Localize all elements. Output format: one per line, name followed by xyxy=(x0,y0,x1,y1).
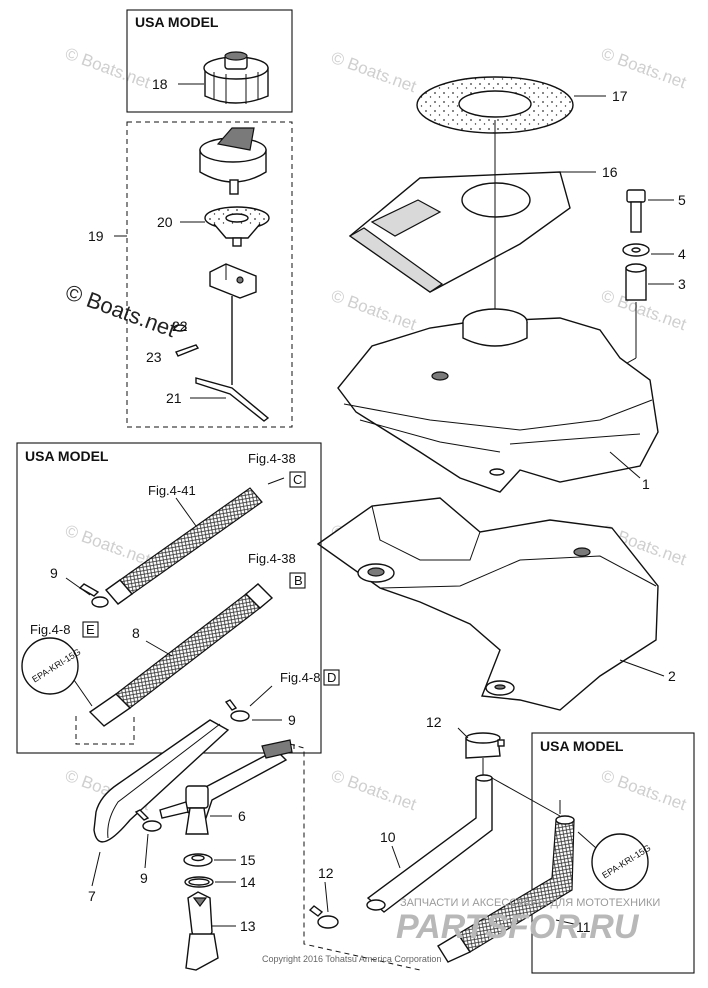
o-ring-15 xyxy=(183,853,213,867)
part-number-8: 8 xyxy=(132,625,140,641)
fuel-gauge-21 xyxy=(195,263,270,422)
part-number-21: 21 xyxy=(166,390,182,406)
usa-model-label-top: USA MODEL xyxy=(135,14,219,30)
part-number-2: 2 xyxy=(668,668,676,684)
part-number-14: 14 xyxy=(240,874,256,890)
gasket-17 xyxy=(416,76,574,134)
clip-12-upper xyxy=(465,732,505,759)
kit-19-dashed-box xyxy=(126,121,293,428)
hose-11 xyxy=(437,815,575,963)
usa-model-box-top xyxy=(126,9,293,113)
svg-text:© Boats.net: © Boats.net xyxy=(63,44,153,92)
part-number-6: 6 xyxy=(238,808,246,824)
part-number-1: 1 xyxy=(642,476,650,492)
clip-9-lower xyxy=(134,809,162,832)
ref-letter-d: D xyxy=(327,670,336,685)
part-number-3: 3 xyxy=(678,276,686,292)
gasket-16 xyxy=(348,171,571,293)
fuel-cock-6 xyxy=(159,739,293,835)
part-number-15: 15 xyxy=(240,852,256,868)
bolt-5 xyxy=(626,189,646,233)
vent-screw-20 xyxy=(204,206,270,247)
part-number-16: 16 xyxy=(602,164,618,180)
part-number-17: 17 xyxy=(612,88,628,104)
part-number-10: 10 xyxy=(380,829,396,845)
part-number-7: 7 xyxy=(88,888,96,904)
part-number-5: 5 xyxy=(678,192,686,208)
ref-letter-b: B xyxy=(294,573,303,588)
part-number-22: 22 xyxy=(172,318,188,334)
svg-text:© Boats.net: © Boats.net xyxy=(329,48,419,96)
hose-7 xyxy=(93,719,230,843)
fig-ref-4-8-e: Fig.4-8 xyxy=(30,622,70,637)
svg-text:© Boats.net: © Boats.net xyxy=(63,521,153,569)
part-number-12b: 12 xyxy=(318,865,334,881)
part-number-9a: 9 xyxy=(50,565,58,581)
part-number-12a: 12 xyxy=(426,714,442,730)
clip-9-right xyxy=(224,699,250,722)
fig-ref-4-41: Fig.4-41 xyxy=(148,483,196,498)
fuel-tank-1 xyxy=(337,308,659,493)
part-number-4: 4 xyxy=(678,246,686,262)
clip-9-upper xyxy=(78,583,109,608)
boats-watermark-main: © Boats.net xyxy=(62,279,179,342)
part-number-18: 18 xyxy=(152,76,168,92)
usa-model-box-right xyxy=(531,732,695,974)
hose-8 xyxy=(88,583,274,727)
usa-model-label-left: USA MODEL xyxy=(25,448,109,464)
fuel-cap-usa xyxy=(203,51,269,104)
copyright-notice: Copyright 2016 Tohatsu America Corporati… xyxy=(262,954,441,964)
fig-ref-4-38-top: Fig.4-38 xyxy=(248,451,296,466)
svg-text:© Boats.net: © Boats.net xyxy=(329,766,419,814)
o-ring-14 xyxy=(184,876,214,888)
fuel-cap-with-handle xyxy=(199,127,267,195)
tank-tray-2 xyxy=(316,497,659,711)
part-number-20: 20 xyxy=(157,214,173,230)
fig-ref-4-8-d: Fig.4-8 xyxy=(280,670,320,685)
svg-text:© Boats.net: © Boats.net xyxy=(599,766,689,814)
strainer-13 xyxy=(185,891,219,971)
part-number-9c: 9 xyxy=(140,870,148,886)
shop-caption: ЗАПЧАСТИ И АКСЕССУАРЫ ДЛЯ МОТОТЕХНИКИ xyxy=(400,897,660,909)
washer-4 xyxy=(622,243,650,257)
epa-label-left: EPA-KRI-15G xyxy=(21,637,83,695)
fig-ref-4-38-mid: Fig.4-38 xyxy=(248,551,296,566)
collar-3 xyxy=(625,263,647,301)
clip-12-lower xyxy=(308,905,339,929)
shop-logo-watermark: PARTSFOR.RU xyxy=(396,908,640,946)
svg-text:© Boats.net: © Boats.net xyxy=(329,286,419,334)
part-number-9b: 9 xyxy=(288,712,296,728)
usa-model-label-right: USA MODEL xyxy=(540,738,624,754)
epa-label-right: EPA-KRI-15G xyxy=(591,833,653,891)
ref-letter-c: C xyxy=(293,472,302,487)
ref-letter-e: E xyxy=(86,622,95,637)
part-number-19: 19 xyxy=(88,228,104,244)
hose-fig-4-41 xyxy=(104,487,263,605)
gauge-pin-parts xyxy=(173,324,200,357)
part-number-23: 23 xyxy=(146,349,162,365)
part-number-13: 13 xyxy=(240,918,256,934)
svg-text:© Boats.net: © Boats.net xyxy=(599,44,689,92)
part-number-11: 11 xyxy=(576,919,591,935)
